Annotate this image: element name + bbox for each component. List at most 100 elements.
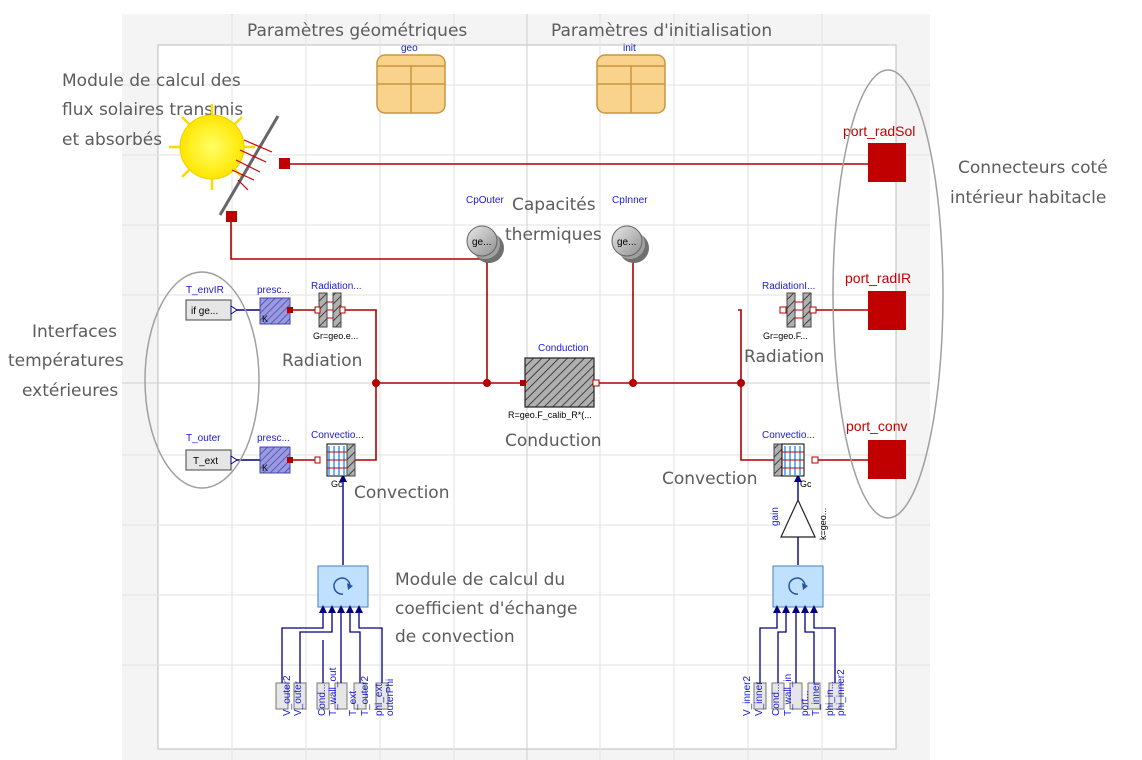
- radiation-right-annotation: Radiation: [744, 347, 824, 367]
- init-params-annotation: Paramètres d'initialisation: [551, 21, 772, 41]
- input-left-7: outerPhi: [385, 679, 396, 716]
- input-right-6: phi_in...: [825, 681, 836, 716]
- svg-text:presc...: presc...: [257, 433, 290, 444]
- interfaces-annotation: Interfaces températures extérieures: [8, 322, 124, 401]
- input-right-0: V_inner2: [742, 676, 753, 716]
- svg-text:Module de calcul des: Module de calcul des: [62, 71, 241, 91]
- svg-text:Gr=geo.e...: Gr=geo.e...: [313, 331, 358, 341]
- svg-text:Convectio...: Convectio...: [762, 430, 815, 441]
- signal-wires: [234, 309, 799, 565]
- solar-transmitted-port[interactable]: [279, 158, 290, 169]
- input-right-5: T_inner: [811, 681, 822, 716]
- input-signals-left: [275, 640, 389, 710]
- convection-left-block[interactable]: Convectio... Gc: [311, 430, 364, 489]
- svg-text:K: K: [262, 314, 268, 324]
- radiation-left-annotation: Radiation: [282, 351, 362, 371]
- svg-text:Interfaces: Interfaces: [32, 322, 117, 342]
- sensor-input-wires: [281, 612, 836, 640]
- svg-text:k=geo...: k=geo...: [818, 508, 828, 540]
- svg-text:thermiques: thermiques: [505, 225, 602, 245]
- svg-text:Gc: Gc: [331, 479, 343, 489]
- svg-text:de convection: de convection: [395, 627, 515, 647]
- solar-module[interactable]: [169, 104, 290, 222]
- cpouter-capacitor[interactable]: CpOuter ge...: [466, 195, 504, 263]
- svg-text:port_conv: port_conv: [846, 418, 907, 434]
- radiation-left-block[interactable]: Radiation... Gr=geo.e...: [311, 281, 362, 341]
- svg-text:R=geo.F_calib_R*(...: R=geo.F_calib_R*(...: [508, 410, 592, 420]
- port-radir[interactable]: port_radIR: [845, 270, 911, 330]
- svg-text:presc...: presc...: [257, 285, 290, 296]
- input-left-0: V_outer2: [282, 675, 293, 716]
- svg-text:Convectio...: Convectio...: [311, 430, 364, 441]
- svg-text:Connecteurs coté: Connecteurs coté: [958, 158, 1108, 178]
- port-radsol[interactable]: port_radSol: [843, 123, 915, 182]
- conv-coeff-sensor-left[interactable]: [317, 565, 369, 613]
- svg-text:Module de calcul du: Module de calcul du: [395, 570, 565, 590]
- conduction-block[interactable]: Conduction R=geo.F_calib_R*(...: [508, 343, 600, 420]
- input-left-1: V_outer: [293, 680, 304, 716]
- svg-text:CpOuter: CpOuter: [466, 195, 504, 206]
- svg-text:T_envIR: T_envIR: [186, 285, 224, 296]
- prescribed-temperature-1[interactable]: presc... K: [257, 285, 293, 325]
- svg-text:ge...: ge...: [617, 237, 636, 248]
- svg-text:T_ext: T_ext: [193, 456, 218, 467]
- solar-ray-arrows: [231, 139, 273, 191]
- input-left-3: T_wall_out: [328, 667, 339, 716]
- svg-text:températures: températures: [8, 351, 124, 371]
- input-right-1: V_inner: [754, 681, 765, 716]
- cpinner-capacitor[interactable]: CpInner ge...: [611, 195, 649, 263]
- convection-right-annotation: Convection: [662, 469, 757, 489]
- svg-text:geo: geo: [401, 43, 418, 54]
- port-conv[interactable]: port_conv: [846, 418, 907, 479]
- input-left-4: T_ext: [348, 691, 359, 716]
- input-right-3: T_wall_in: [783, 674, 794, 716]
- svg-text:Conduction: Conduction: [538, 343, 589, 354]
- interfaces-group-outline: [144, 271, 260, 489]
- input-right-4: port...: [800, 690, 811, 716]
- svg-text:CpInner: CpInner: [612, 195, 648, 206]
- init-record-block[interactable]: init: [596, 43, 666, 114]
- svg-text:Gr=geo.F...: Gr=geo.F...: [763, 331, 808, 341]
- input-right-7: phi_inner2: [836, 669, 847, 716]
- svg-text:coefficient d'échange: coefficient d'échange: [395, 599, 578, 619]
- t-outer-source[interactable]: T_outer T_ext: [185, 433, 238, 471]
- input-left-5: T_outer2: [360, 676, 371, 716]
- glass-pane: [218, 115, 280, 216]
- svg-text:port_radSol: port_radSol: [843, 123, 915, 139]
- sun-icon: [169, 104, 255, 190]
- svg-text:intérieur habitacle: intérieur habitacle: [950, 188, 1106, 208]
- svg-text:Radiation...: Radiation...: [311, 281, 362, 292]
- heat-wires: [230, 163, 868, 461]
- geo-record-block[interactable]: geo: [376, 43, 446, 114]
- convection-right-block[interactable]: Convectio... Gc: [762, 430, 819, 489]
- input-left-6: phi_ext: [374, 684, 385, 716]
- conv-coeff-sensor-right[interactable]: [772, 565, 824, 613]
- svg-text:gain: gain: [770, 507, 781, 526]
- convection-left-annotation: Convection: [354, 483, 449, 503]
- svg-text:RadiationI...: RadiationI...: [762, 281, 815, 292]
- solar-absorbed-port[interactable]: [226, 211, 237, 222]
- input-left-2: Cond...: [317, 684, 328, 716]
- svg-text:Capacités: Capacités: [512, 195, 596, 215]
- input-signals-right: [753, 640, 842, 710]
- svg-text:et absorbés: et absorbés: [62, 130, 162, 150]
- gain-block[interactable]: gain k=geo...: [770, 498, 828, 540]
- svg-text:Gc: Gc: [800, 479, 812, 489]
- prescribed-temperature-2[interactable]: presc... K: [257, 433, 293, 474]
- svg-text:K: K: [262, 463, 268, 473]
- svg-text:port_radIR: port_radIR: [845, 270, 911, 286]
- svg-text:T_outer: T_outer: [186, 433, 221, 444]
- svg-text:ge...: ge...: [472, 237, 491, 248]
- radiation-right-block[interactable]: RadiationI... Gr=geo.F...: [762, 281, 817, 341]
- conduction-annotation: Conduction: [505, 431, 602, 451]
- svg-text:flux solaires transmis: flux solaires transmis: [62, 100, 243, 120]
- svg-text:init: init: [623, 43, 636, 54]
- t-envir-source[interactable]: T_envIR if ge...: [185, 285, 238, 321]
- conv-module-annotation: Module de calcul du coefficient d'échang…: [395, 570, 578, 647]
- svg-text:if ge...: if ge...: [191, 306, 218, 317]
- connectors-annotation: Connecteurs coté intérieur habitacle: [950, 158, 1108, 208]
- solar-module-annotation: Module de calcul des flux solaires trans…: [62, 71, 243, 150]
- svg-text:extérieures: extérieures: [22, 381, 118, 401]
- geo-params-annotation: Paramètres géométriques: [247, 21, 467, 41]
